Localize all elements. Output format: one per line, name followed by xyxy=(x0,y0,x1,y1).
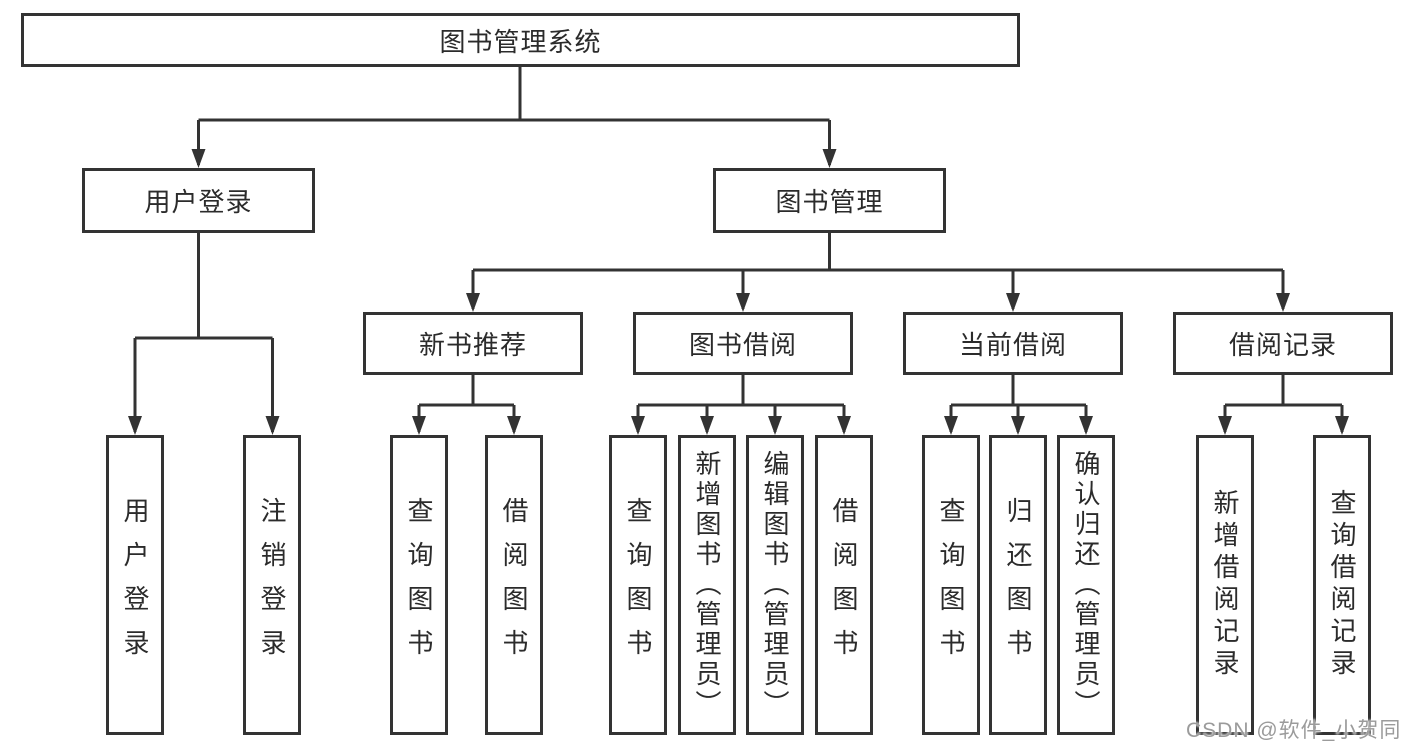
node-query-borrow-record: 查询借阅记录 xyxy=(1313,435,1371,735)
node-return-books: 归还图书 xyxy=(989,435,1047,735)
node-borrow-books-leaf: 借阅图书 xyxy=(815,435,873,735)
node-edit-books-admin: 编辑图书（管理员） xyxy=(746,435,804,735)
node-user-login: 用户登录 xyxy=(82,168,315,233)
node-logout: 注销登录 xyxy=(243,435,301,735)
node-borrow-books-recommend: 借阅图书 xyxy=(485,435,543,735)
node-query-books-recommend: 查询图书 xyxy=(390,435,448,735)
node-current-borrowing: 当前借阅 xyxy=(903,312,1123,375)
arrowhead-icons xyxy=(128,149,1349,435)
node-query-books-borrowing: 查询图书 xyxy=(609,435,667,735)
watermark: CSDN @软件_小贺同学 xyxy=(1186,719,1402,742)
node-confirm-return-admin: 确认归还（管理员） xyxy=(1057,435,1115,735)
node-book-management: 图书管理 xyxy=(713,168,946,233)
node-book-borrowing: 图书借阅 xyxy=(633,312,853,375)
node-add-books-admin: 新增图书（管理员） xyxy=(678,435,736,735)
node-borrowing-records: 借阅记录 xyxy=(1173,312,1393,375)
node-library-management-system: 图书管理系统 xyxy=(21,13,1020,67)
node-user-login-leaf: 用户登录 xyxy=(106,435,164,735)
node-add-borrow-record: 新增借阅记录 xyxy=(1196,435,1254,735)
node-new-book-recommendation: 新书推荐 xyxy=(363,312,583,375)
node-query-books-current: 查询图书 xyxy=(922,435,980,735)
